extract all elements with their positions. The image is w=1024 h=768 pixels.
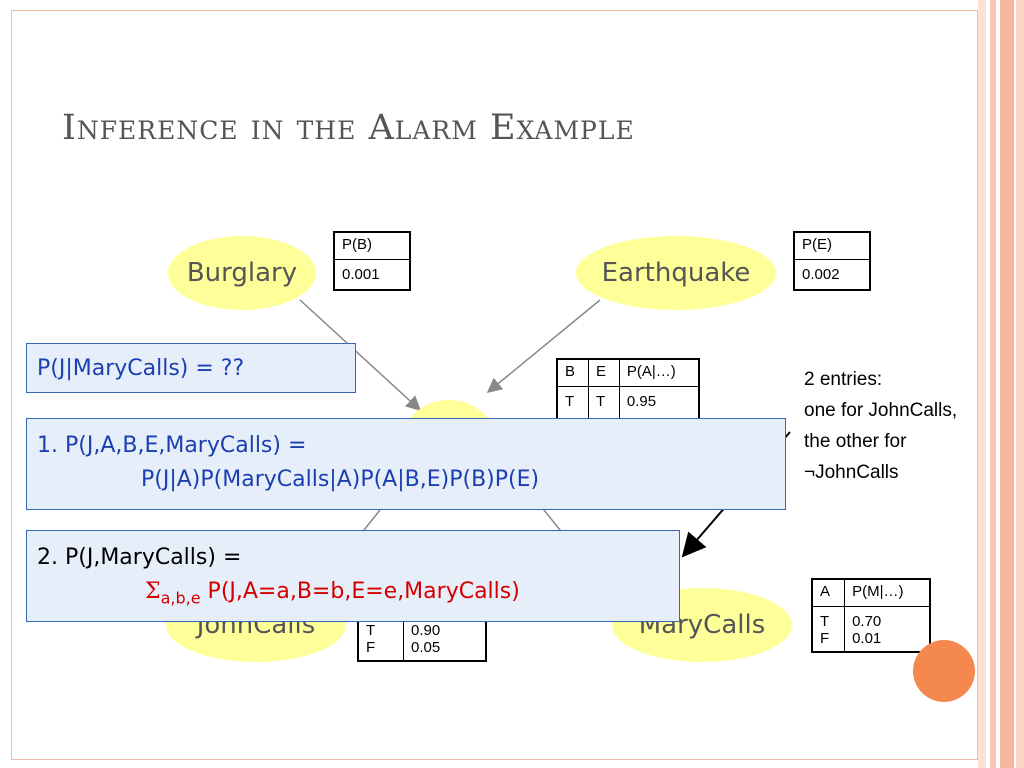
decorative-circle bbox=[913, 640, 975, 702]
cpt-m-cell: T bbox=[820, 613, 830, 630]
edge-burglary-alarm bbox=[299, 299, 422, 412]
cpt-earthquake: P(E) 0.002 bbox=[793, 231, 871, 291]
cpt-a-col-p: P(A|…) bbox=[618, 359, 699, 387]
slide-title: Inference in the Alarm Example bbox=[62, 108, 635, 148]
cpt-a-col-e: E bbox=[588, 359, 620, 387]
sum-subscript: a,b,e bbox=[160, 588, 201, 608]
step1-box: 1. P(J,A,B,E,MaryCalls) = P(J|A)P(MaryCa… bbox=[26, 418, 786, 510]
cpt-j-cell: 0.90 bbox=[411, 622, 441, 639]
node-burglary: Burglary bbox=[168, 236, 316, 310]
cpt-j-cell: 0.05 bbox=[411, 639, 441, 656]
slide-frame bbox=[11, 10, 978, 760]
cpt-b-value: 0.001 bbox=[342, 266, 380, 283]
step2-line1: 2. P(J,MaryCalls) = bbox=[37, 545, 242, 570]
cpt-m-cell: F bbox=[820, 630, 830, 647]
cpt-b-header: P(B) bbox=[334, 232, 410, 260]
cpt-m-col-p: P(M|…) bbox=[844, 579, 930, 607]
cpt-e-value: 0.002 bbox=[802, 266, 840, 283]
note-line: ¬JohnCalls bbox=[804, 462, 899, 483]
note-line: 2 entries: bbox=[804, 369, 883, 390]
step1-line2: P(J|A)P(MaryCalls|A)P(A|B,E)P(B)P(E) bbox=[141, 467, 540, 492]
query-box: P(J|MaryCalls) = ?? bbox=[26, 343, 356, 393]
note-line: one for JohnCalls, bbox=[804, 400, 958, 421]
step2-expression: P(J,A=a,B=b,E=e,MaryCalls) bbox=[207, 579, 520, 604]
edge-earthquake-alarm bbox=[486, 299, 601, 393]
sigma-symbol: Σ bbox=[145, 579, 161, 604]
cpt-m-cell: 0.70 bbox=[852, 613, 882, 630]
cpt-e-header: P(E) bbox=[794, 232, 870, 260]
decorative-stripes bbox=[978, 0, 1024, 768]
query-text: P(J|MaryCalls) = ?? bbox=[37, 356, 245, 381]
step1-line1: 1. P(J,A,B,E,MaryCalls) = bbox=[37, 433, 307, 458]
cpt-m-col-a: A bbox=[812, 579, 845, 607]
cpt-m-cell: 0.01 bbox=[852, 630, 882, 647]
note-line: the other for bbox=[804, 431, 907, 452]
step2-box: 2. P(J,MaryCalls) = Σa,b,e P(J,A=a,B=b,E… bbox=[26, 530, 680, 622]
node-earthquake: Earthquake bbox=[576, 236, 776, 310]
entries-note: 2 entries: one for JohnCalls, the other … bbox=[804, 364, 1024, 488]
cpt-a-cell: T bbox=[565, 393, 575, 410]
cpt-a-col-b: B bbox=[557, 359, 589, 387]
cpt-j-cell: F bbox=[366, 639, 376, 656]
cpt-j-cell: T bbox=[366, 622, 376, 639]
cpt-burglary: P(B) 0.001 bbox=[333, 231, 411, 291]
